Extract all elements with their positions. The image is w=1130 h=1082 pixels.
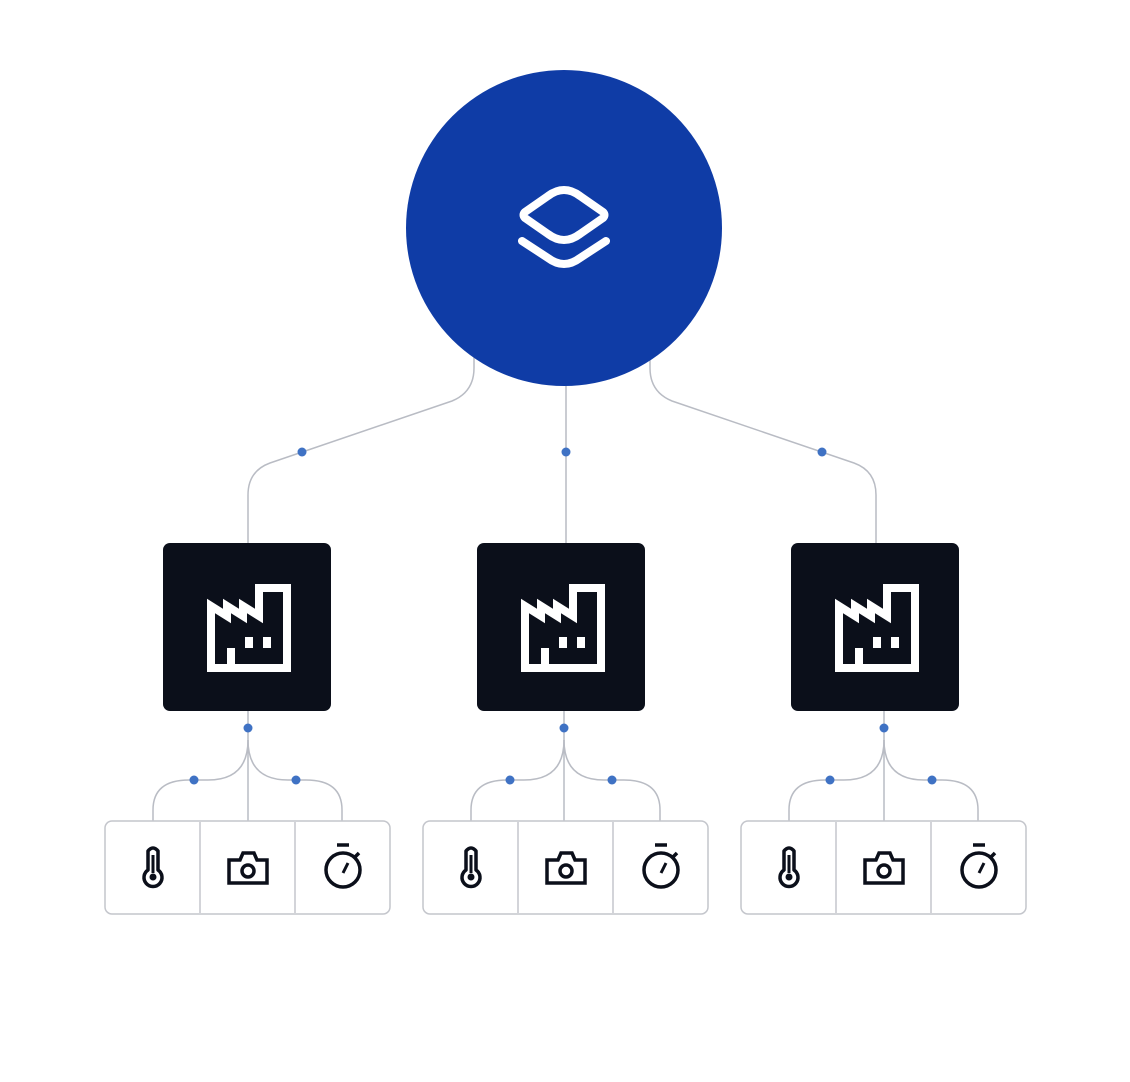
sensor-cell-hit — [614, 823, 707, 912]
site-node-box — [791, 543, 959, 711]
connector-site-2-left — [470, 739, 565, 822]
factory-icon — [835, 584, 919, 672]
sensor-cell-hit — [201, 823, 294, 912]
thermometer-icon — [142, 846, 164, 889]
sensor-group-1 — [104, 820, 391, 915]
thermometer-icon — [460, 846, 482, 889]
sensor-cell-hit — [296, 823, 389, 912]
camera-icon — [545, 851, 587, 885]
stopwatch-icon — [960, 843, 998, 889]
connector-port — [297, 447, 307, 457]
sensor-cell-thermometer[interactable] — [742, 823, 835, 912]
camera-icon — [227, 851, 269, 885]
sensor-group-frame — [104, 820, 391, 915]
root-node[interactable] — [406, 70, 722, 386]
factory-icon — [207, 584, 291, 672]
sensor-group-frame — [422, 820, 709, 915]
sensor-cell-hit — [932, 823, 1025, 912]
sensor-cell-thermometer[interactable] — [424, 823, 517, 912]
connector-port — [243, 723, 253, 733]
sensor-group-2 — [422, 820, 709, 915]
nodes — [104, 70, 1027, 915]
sensor-group-3 — [740, 820, 1027, 915]
connector-port — [561, 447, 571, 457]
connector-port — [291, 775, 301, 785]
sensor-cell-stopwatch[interactable] — [614, 823, 707, 912]
connector-ports — [189, 447, 937, 785]
connector-port — [817, 447, 827, 457]
stopwatch-icon — [324, 843, 362, 889]
factory-icon — [521, 584, 605, 672]
site-node-box — [477, 543, 645, 711]
site-node-2[interactable] — [477, 543, 645, 711]
connector-site-3-left — [788, 739, 885, 822]
sensor-cell-camera[interactable] — [519, 823, 612, 912]
site-node-1[interactable] — [163, 543, 331, 711]
connector-port — [559, 723, 569, 733]
sensor-cell-camera[interactable] — [837, 823, 930, 912]
layers-icon — [518, 186, 610, 268]
connector-port — [607, 775, 617, 785]
camera-icon — [863, 851, 905, 885]
site-node-3[interactable] — [791, 543, 959, 711]
connector-port — [879, 723, 889, 733]
connector-site-1-left — [152, 739, 249, 822]
sensor-cell-stopwatch[interactable] — [296, 823, 389, 912]
sensor-cell-hit — [837, 823, 930, 912]
root-circle — [406, 70, 722, 386]
stopwatch-icon — [642, 843, 680, 889]
site-node-box — [163, 543, 331, 711]
sensor-cell-stopwatch[interactable] — [932, 823, 1025, 912]
sensor-group-frame — [740, 820, 1027, 915]
connector-port — [505, 775, 515, 785]
sensor-cell-camera[interactable] — [201, 823, 294, 912]
sensor-cell-hit — [519, 823, 612, 912]
connector-port — [189, 775, 199, 785]
sensor-cell-thermometer[interactable] — [106, 823, 199, 912]
connector-port — [825, 775, 835, 785]
thermometer-icon — [778, 846, 800, 889]
connector-root-site-1 — [247, 355, 475, 543]
connector-root-site-3 — [649, 355, 877, 543]
connector-port — [927, 775, 937, 785]
